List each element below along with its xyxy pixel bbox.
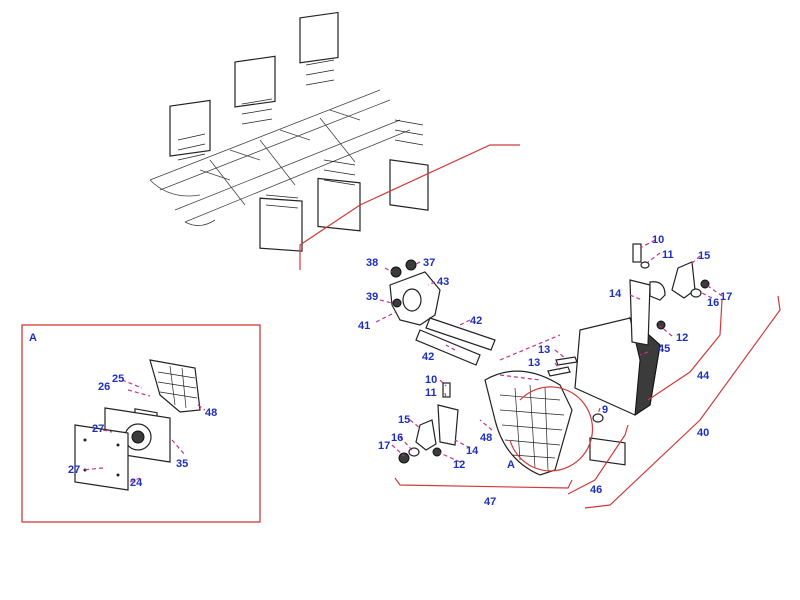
bolt-10-upper [632, 243, 642, 263]
chassis-overview [149, 11, 520, 270]
detail-plate-24 [74, 424, 129, 491]
clamp-15-upper [671, 261, 696, 299]
callout-45: 45 [658, 343, 670, 355]
exploded-assembly: A 38 37 43 39 41 42 42 10 11 15 14 16 17… [358, 234, 781, 509]
callout-46: 46 [590, 484, 602, 496]
callout-35: 35 [176, 458, 188, 470]
callout-25: 25 [112, 373, 124, 385]
callout-11-upper: 11 [662, 249, 674, 261]
callout-14-upper: 14 [609, 288, 622, 300]
callout-27-lower: 27 [68, 464, 80, 476]
callout-27-upper: 27 [92, 423, 104, 435]
callout-41: 41 [358, 320, 370, 332]
callout-10-upper: 10 [652, 234, 664, 246]
callout-44: 44 [697, 370, 710, 382]
callout-39: 39 [366, 291, 378, 303]
callout-15-upper: 15 [698, 250, 710, 262]
callout-42-lower: 42 [422, 351, 434, 363]
nut-37 [405, 259, 417, 271]
mudguard-flap-center [484, 370, 573, 476]
nut-38 [390, 266, 402, 278]
callout-13-lower: 13 [528, 357, 540, 369]
callout-16-lower: 16 [391, 432, 403, 444]
bracket-44 [647, 299, 723, 401]
callout-47: 47 [484, 496, 496, 508]
callout-12-lower: 12 [453, 459, 465, 471]
callout-15-lower: 15 [398, 414, 410, 426]
overview-breakout-line [299, 144, 520, 270]
callout-24: 24 [130, 477, 143, 489]
callout-11-lower: 11 [425, 387, 437, 399]
callout-10-lower: 10 [425, 374, 437, 386]
callout-40: 40 [697, 427, 709, 439]
overview-mudguard-4 [389, 119, 429, 211]
callout-17-lower: 17 [378, 440, 390, 452]
bracket-46 [567, 424, 629, 495]
callout-48-detail: 48 [205, 407, 217, 419]
tube-42-upper [425, 317, 496, 351]
overview-mudguard-2 [234, 55, 276, 125]
callout-38: 38 [366, 257, 378, 269]
clamp-15-lower [415, 419, 437, 451]
detail-a-marker: A [507, 459, 515, 471]
detail-a-box: A 25 26 27 27 24 35 48 [21, 324, 261, 523]
callout-48-main: 48 [480, 432, 492, 444]
detail-a-label: A [29, 332, 37, 344]
callout-26: 26 [98, 381, 110, 393]
bracket-arm-14-lower [437, 404, 459, 446]
callout-43: 43 [437, 276, 449, 288]
callout-37: 37 [423, 257, 435, 269]
bolt-39 [392, 298, 402, 308]
overview-mudguard-1 [169, 99, 211, 161]
bolt-10-lower [442, 382, 451, 398]
bracket-arm-14-upper [629, 279, 651, 346]
callout-16-upper: 16 [707, 297, 719, 309]
callout-14-lower: 14 [466, 445, 479, 457]
callout-17-upper: 17 [720, 291, 732, 303]
bracket-47 [394, 477, 573, 489]
overview-mudguard-6 [259, 194, 303, 252]
tube-42-lower [415, 329, 481, 366]
callout-12-upper: 12 [676, 332, 688, 344]
callout-42-upper: 42 [470, 315, 482, 327]
callout-9: 9 [602, 404, 608, 416]
overview-mudguard-5 [317, 159, 361, 232]
bracket-40 [584, 295, 781, 509]
overview-mudguard-3 [299, 11, 339, 86]
callout-13-upper: 13 [538, 344, 550, 356]
